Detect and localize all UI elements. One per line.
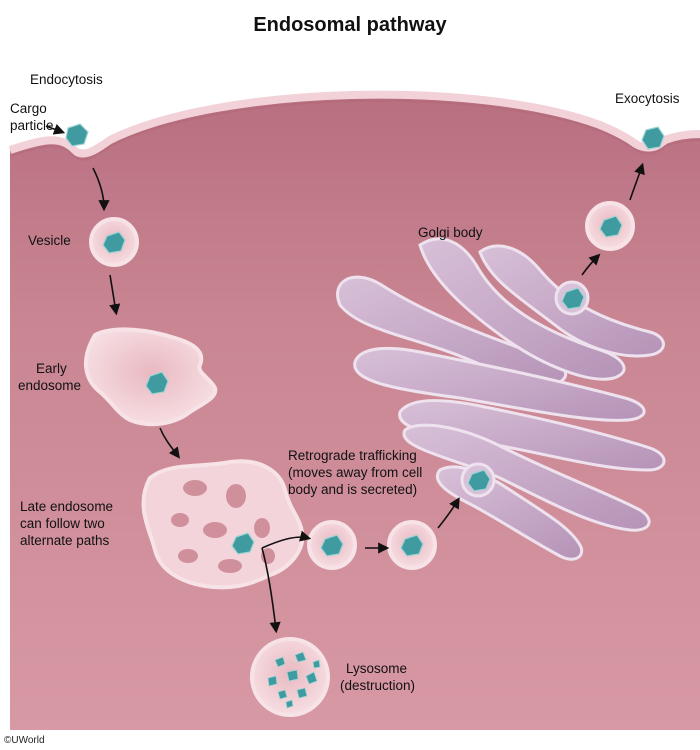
arrow-late-to-retro: [261, 530, 312, 549]
diagram-title: Endosomal pathway: [253, 14, 447, 36]
arrow-golgi-to-exo-vesicle: [581, 253, 601, 276]
cargo-in-late-endosome: [231, 532, 255, 555]
label-late-line2: can follow two: [20, 516, 105, 531]
label-early-line2: endosome: [18, 378, 82, 393]
pathway-arrows: [45, 124, 645, 634]
cargo-in-early-endosome: [145, 371, 169, 395]
label-vesicle: Vesicle: [28, 233, 71, 248]
lysosome-fragments: [267, 651, 321, 709]
cargo-particles: [65, 123, 665, 557]
label-endocytosis: Endocytosis: [30, 72, 103, 87]
late-endosome-holes: [171, 480, 275, 573]
cargo-in-golgi-bud-top: [561, 287, 585, 310]
cargo-in-retro-vesicle-1: [320, 534, 344, 557]
arrow-retro-to-golgi: [437, 497, 460, 529]
arrow-vesicle-to-exocytosis: [629, 162, 645, 201]
label-exocytosis: Exocytosis: [615, 91, 680, 106]
arrow-late-to-lysosome: [261, 547, 281, 634]
arrow-vesicle-to-early: [109, 274, 121, 316]
cargo-surface-left: [65, 123, 89, 147]
label-early-line1: Early: [36, 361, 67, 376]
label-lysosome-line1: Lysosome: [346, 661, 408, 676]
cargo-surface-right: [641, 126, 665, 150]
label-late-line1: Late endosome: [20, 499, 114, 514]
label-retro-line3: body and is secreted): [288, 482, 418, 497]
label-cargo-line1: Cargo: [10, 101, 47, 116]
cargo-in-vesicle: [102, 231, 126, 254]
arrow-early-to-late: [159, 427, 181, 459]
cargo-in-retro-vesicle-2: [400, 534, 424, 557]
label-golgi: Golgi body: [418, 225, 483, 240]
label-lysosome-line2: (destruction): [340, 678, 416, 693]
label-retro-line1: Retrograde trafficking: [288, 448, 417, 463]
cargo-in-exocytic-vesicle: [599, 215, 623, 238]
arrow-endocytosis-to-vesicle: [92, 167, 110, 212]
label-cargo-line2: particle: [10, 118, 54, 133]
label-retro-line2: (moves away from cell: [288, 465, 423, 480]
cargo-in-golgi-bud-bottom: [467, 469, 491, 492]
label-late-line3: alternate paths: [20, 533, 110, 548]
copyright-text: ©UWorld: [4, 735, 45, 746]
arrow-cargo-pointer: [45, 124, 66, 135]
